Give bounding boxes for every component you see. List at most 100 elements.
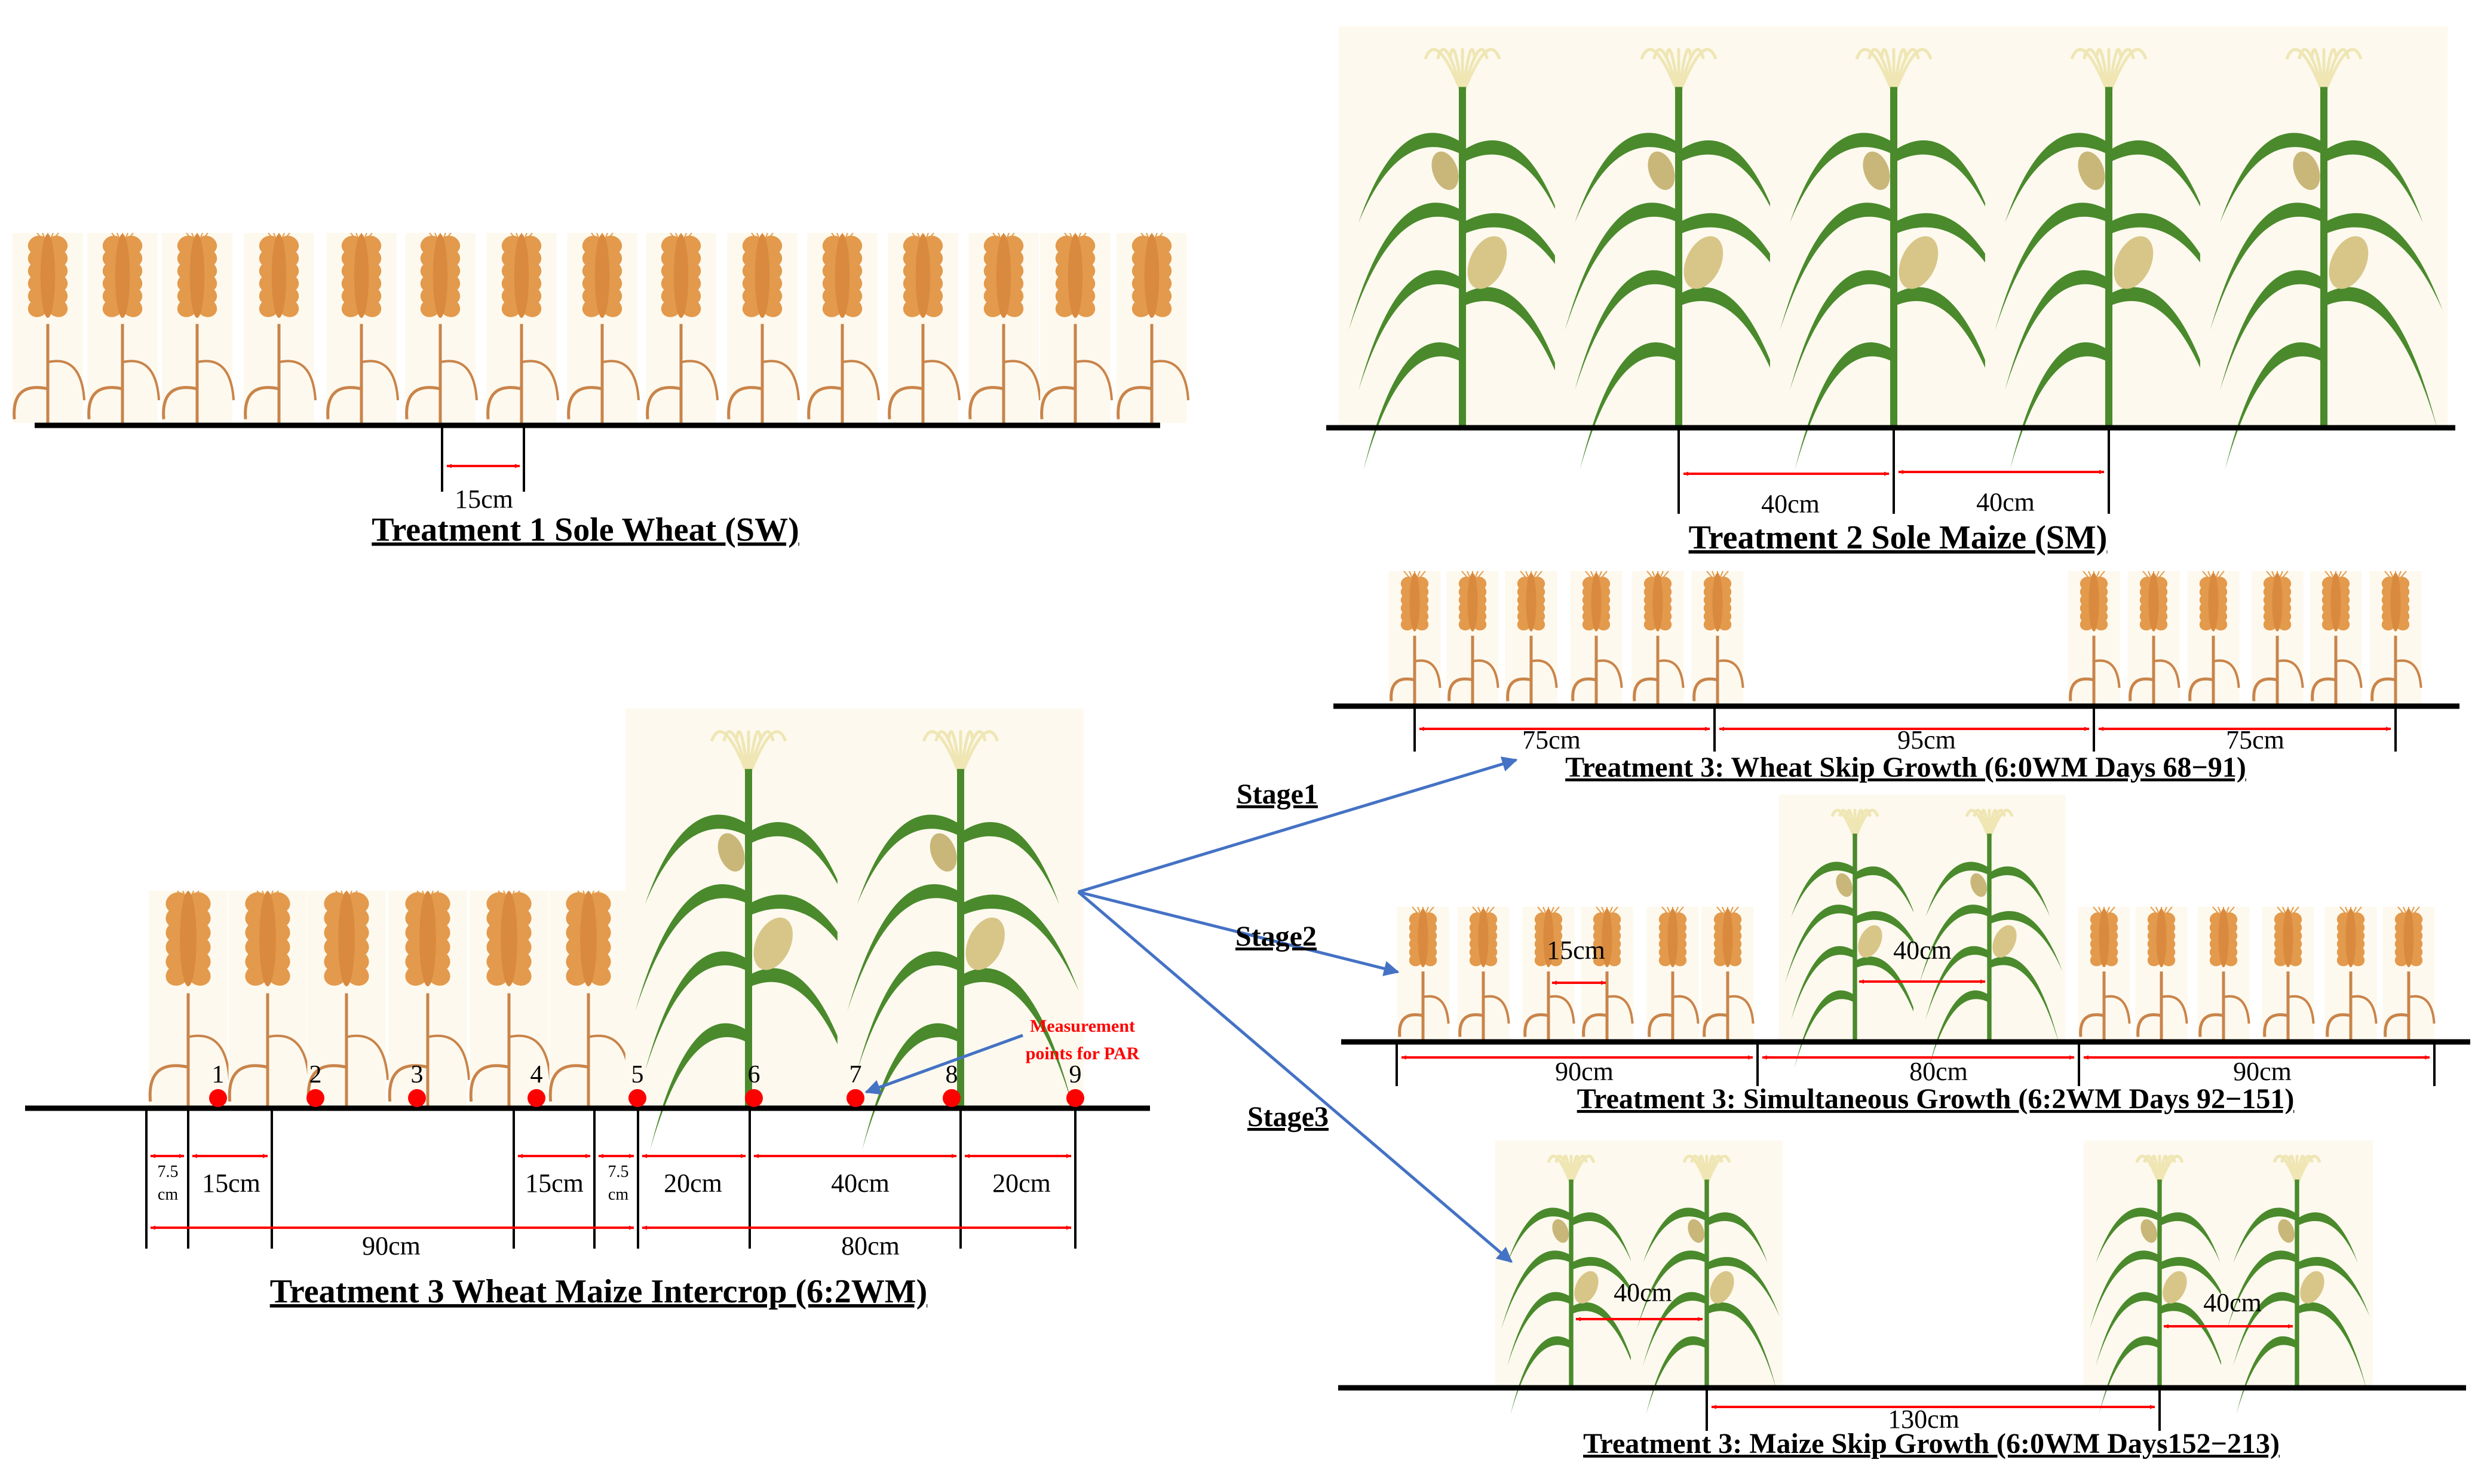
sw-wheat-plant-15 [1117, 232, 1190, 423]
s2-dim-15: 15cm [1547, 936, 1605, 965]
ic-wheat-plant-2 [228, 890, 311, 1106]
sm-maize-plant-1 [1338, 26, 1587, 470]
dim-20-left: 20cm [664, 1169, 722, 1198]
par-point-1 [209, 1089, 227, 1107]
par-point-number: 6 [748, 1061, 760, 1089]
par-point-8 [943, 1089, 961, 1107]
measurement-note-line2: points for PAR [1026, 1044, 1140, 1063]
s2-wheat-plant-4 [1581, 906, 1634, 1040]
dim-7-5-right-top: 7.5 [608, 1163, 629, 1181]
s2-wheat-plant-1 [1397, 906, 1450, 1040]
s2-dim-90-right: 90cm [2233, 1057, 2292, 1086]
s1-dim-75-right: 75cm [2226, 725, 2284, 755]
par-point-4 [528, 1089, 545, 1107]
par-point-number: 3 [411, 1061, 424, 1089]
sw-wheat-plant-14 [1040, 232, 1114, 423]
ic-wheat-plant-4 [388, 890, 471, 1106]
s2-wheat-plant-5 [1646, 906, 1700, 1040]
ic-maize-plant-1 [625, 709, 872, 1151]
dim-15-left: 15cm [202, 1169, 260, 1198]
sw-wheat-plant-13 [968, 232, 1042, 423]
t1-caption: Treatment 1 Sole Wheat (SW) [372, 511, 799, 548]
s3-dim-40-right: 40cm [2203, 1288, 2262, 1317]
s1-wheat-plant-2 [1446, 571, 1499, 704]
par-point-number: 5 [631, 1061, 644, 1089]
ic-wheat-plant-6 [548, 890, 631, 1106]
sw-wheat-plant-12 [888, 232, 961, 423]
s2-wheat-plant-10 [2262, 906, 2315, 1040]
s1-wheat-plant-3 [1505, 571, 1558, 704]
par-point-number: 7 [849, 1061, 862, 1089]
dim-20-right: 20cm [992, 1169, 1051, 1198]
s1-wheat-plant-11 [2310, 571, 2363, 704]
s3-dim-40-left: 40cm [1614, 1278, 1672, 1307]
measurement-note-line1: Measurement [1030, 1016, 1135, 1036]
sw-wheat-plant-10 [727, 232, 801, 423]
dim-15-right: 15cm [525, 1169, 584, 1198]
s2-wheat-plant-2 [1457, 906, 1510, 1040]
s2-wheat-plant-12 [2382, 906, 2436, 1040]
stage3-arrow [1077, 891, 1513, 1263]
s2-maize-plant-2 [1913, 795, 2066, 1069]
par-point-number: 9 [1069, 1061, 1082, 1089]
s1-wheat-plant-5 [1631, 571, 1685, 704]
s3-caption: Treatment 3: Maize Skip Growth (6:0WM Da… [1583, 1428, 2280, 1460]
s2-dim-90-left: 90cm [1555, 1057, 1614, 1086]
ground-lines [25, 422, 2470, 1391]
measurement-pointer-arrow [864, 1034, 1023, 1095]
t3-caption: Treatment 3 Wheat Maize Intercrop (6:2WM… [270, 1273, 928, 1310]
dim-80: 80cm [841, 1231, 900, 1261]
ic-wheat-plant-1 [148, 890, 231, 1106]
sw-wheat-plant-8 [567, 232, 640, 423]
s1-wheat-plant-12 [2369, 571, 2422, 704]
plant-layer [13, 26, 2448, 1415]
sw-wheat-plant-3 [162, 232, 235, 423]
par-point-6 [745, 1089, 763, 1107]
s1-wheat-plant-10 [2251, 571, 2304, 704]
ic-wheat-plant-3 [306, 890, 390, 1106]
s2-wheat-plant-3 [1522, 906, 1575, 1040]
s1-wheat-plant-9 [2187, 571, 2240, 704]
ic-maize-plant-2 [837, 709, 1084, 1151]
dim-7-5-left-bottom: cm [158, 1185, 178, 1204]
s2-wheat-plant-8 [2135, 906, 2188, 1040]
t2-caption: Treatment 2 Sole Maize (SM) [1689, 519, 2108, 556]
stage2-arrow [1078, 890, 1400, 976]
s3-maize-plant-3 [2083, 1140, 2236, 1415]
dim-7-5-left-top: 7.5 [158, 1163, 179, 1181]
par-point-number: 1 [212, 1061, 225, 1089]
s1-dim-95: 95cm [1897, 725, 1956, 755]
s1-wheat-plant-4 [1570, 571, 1623, 704]
par-point-5 [628, 1089, 646, 1107]
ic-wheat-plant-5 [469, 890, 552, 1106]
sw-wheat-plant-4 [244, 232, 317, 423]
stage1-arrow [1078, 756, 1518, 894]
sm-maize-plant-4 [1985, 26, 2233, 470]
par-point-3 [408, 1089, 426, 1107]
s3-maize-plant-4 [2221, 1140, 2373, 1415]
dim-40: 40cm [831, 1169, 890, 1198]
t2-spacing-left: 40cm [1761, 489, 1820, 519]
dim-90: 90cm [362, 1231, 421, 1261]
t2-spacing-right: 40cm [1976, 487, 2035, 517]
sw-wheat-plant-6 [405, 232, 479, 423]
stage-arrows [864, 756, 1518, 1263]
s2-dim-80: 80cm [1909, 1057, 1968, 1086]
s2-wheat-plant-6 [1701, 906, 1755, 1040]
t1-spacing-label: 15cm [455, 485, 513, 514]
s1-caption: Treatment 3: Wheat Skip Growth (6:0WM Da… [1565, 752, 2246, 783]
s3-maize-plant-2 [1630, 1140, 1783, 1415]
sw-wheat-plant-11 [807, 232, 881, 423]
dim-7-5-right-bottom: cm [608, 1185, 628, 1204]
s2-maize-plant-1 [1778, 795, 1931, 1069]
sw-wheat-plant-7 [486, 232, 560, 423]
s2-wheat-plant-9 [2197, 906, 2250, 1040]
s2-wheat-plant-11 [2324, 906, 2378, 1040]
par-point-number: 4 [530, 1061, 543, 1089]
par-point-9 [1066, 1089, 1084, 1107]
par-point-number: 8 [946, 1061, 958, 1089]
stage2-label: Stage2 [1235, 921, 1317, 952]
sw-wheat-plant-1 [13, 232, 86, 423]
